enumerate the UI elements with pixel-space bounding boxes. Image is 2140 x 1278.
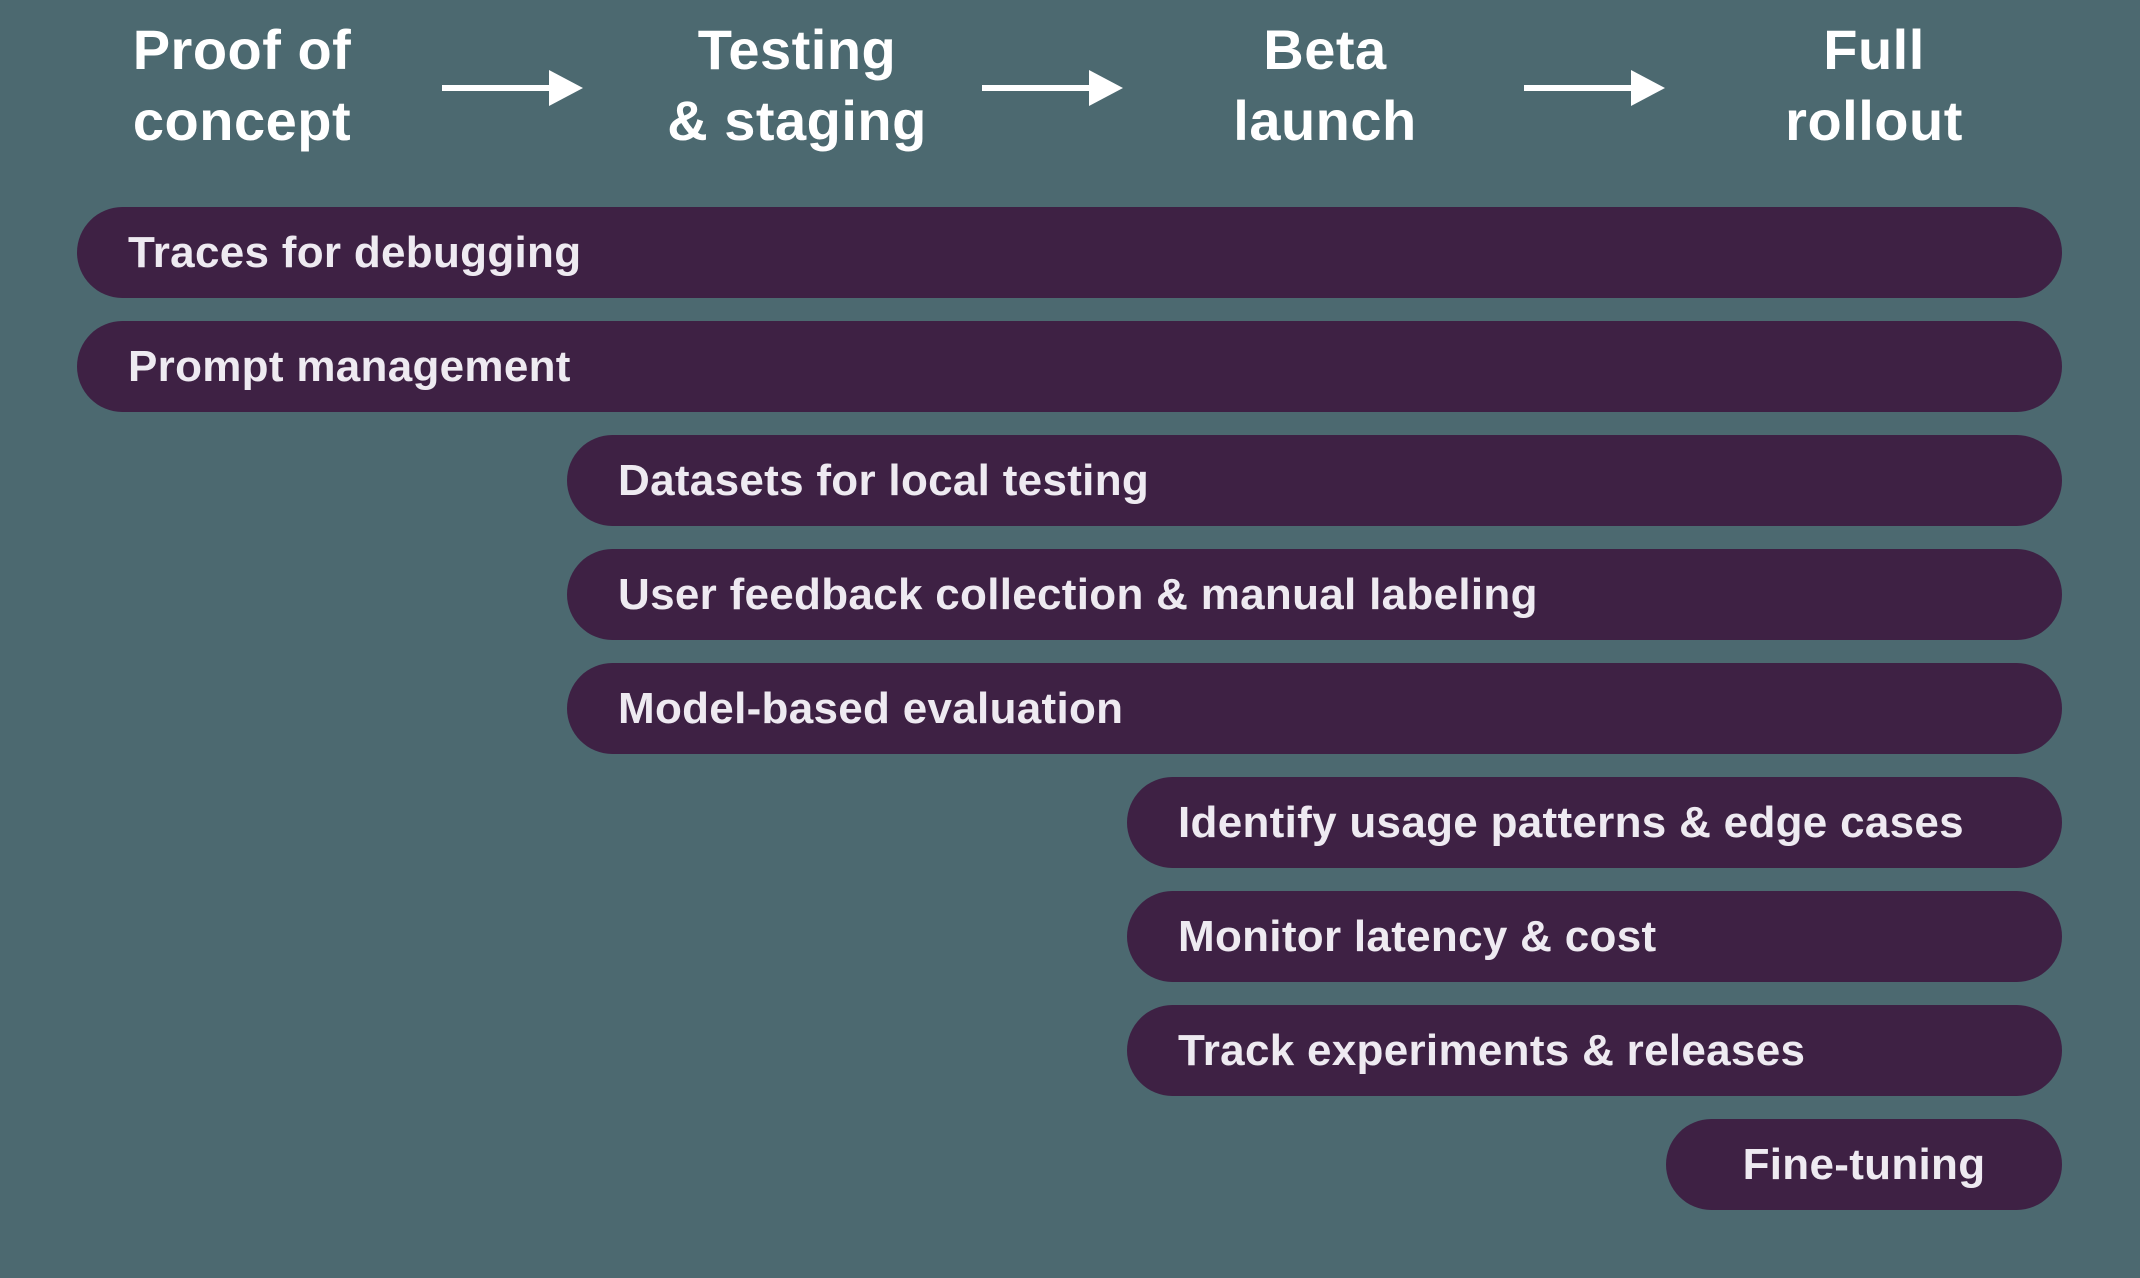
bar-datasets-for-local-testing: Datasets for local testing [567, 435, 2062, 526]
bar-traces-for-debugging: Traces for debugging [77, 207, 2062, 298]
bar-label: Model-based evaluation [618, 683, 1124, 733]
stage-label-proof-of-concept: Proof of concept [132, 18, 352, 152]
bar-label: Prompt management [128, 341, 571, 391]
stage-arrow-icon [1524, 70, 1665, 106]
stage-arrow-icon [982, 70, 1123, 106]
bar-label: Identify usage patterns & edge cases [1178, 797, 1964, 847]
bar-label: Traces for debugging [128, 227, 582, 277]
bar-user-feedback-collection-and-manual-labeling: User feedback collection & manual labeli… [567, 549, 2062, 640]
stage-label-beta-launch: Beta launch [1233, 18, 1417, 152]
bar-prompt-management: Prompt management [77, 321, 2062, 412]
bar-identify-usage-patterns-and-edge-cases: Identify usage patterns & edge cases [1127, 777, 2062, 868]
bar-fine-tuning: Fine-tuning [1666, 1119, 2062, 1210]
bar-label: Monitor latency & cost [1178, 911, 1657, 961]
bar-label: Track experiments & releases [1178, 1025, 1806, 1075]
stage-label-full-rollout: Full rollout [1785, 18, 1963, 152]
bar-label: Fine-tuning [1742, 1139, 1986, 1189]
bar-monitor-latency-and-cost: Monitor latency & cost [1127, 891, 2062, 982]
bar-model-based-evaluation: Model-based evaluation [567, 663, 2062, 754]
stage-label-testing-and-staging: Testing & staging [667, 18, 927, 152]
bar-label: User feedback collection & manual labeli… [618, 569, 1538, 619]
stage-arrow-icon [442, 70, 583, 106]
bar-label: Datasets for local testing [618, 455, 1150, 505]
bar-track-experiments-and-releases: Track experiments & releases [1127, 1005, 2062, 1096]
